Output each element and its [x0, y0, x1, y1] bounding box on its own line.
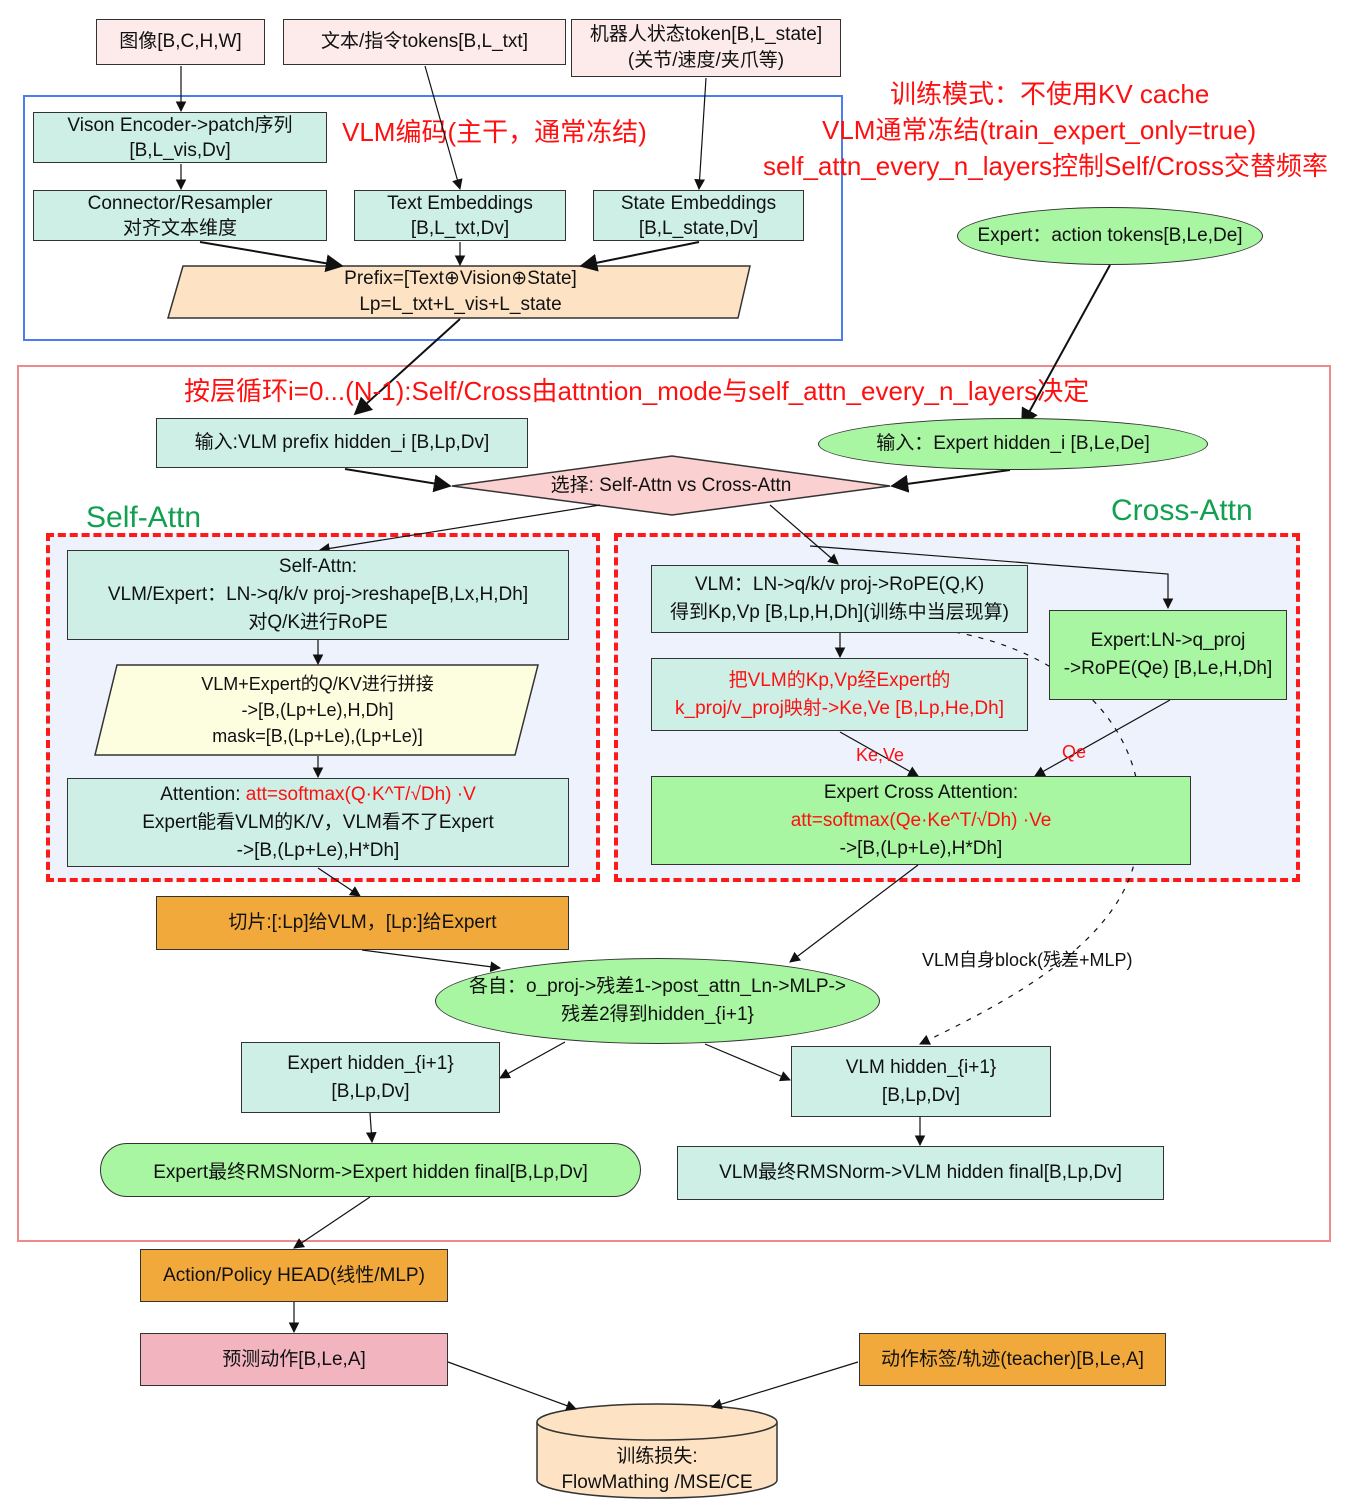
expert-final-label: Expert最终RMSNorm->Expert hidden final[B,L… — [153, 1161, 588, 1183]
vlm-final-box: VLM最终RMSNorm->VLM hidden final[B,Lp,Dv] — [677, 1146, 1164, 1200]
text-embeddings-line2: [B,L_txt,Dv] — [410, 217, 510, 239]
vlm-input-label: 输入:VLM prefix hidden_i [B,Lp,Dv] — [194, 432, 490, 453]
image-input: 图像[B,C,H,W] — [96, 19, 265, 65]
cross-proj-line2: k_proj/v_proj映射->Ke,Ve [B,Lp,He,Dh] — [675, 697, 1004, 719]
self-attn-label: Self-Attn — [86, 501, 202, 534]
cross-vlm-box: VLM：LN->q/k/v proj->RoPE(Q,K) 得到Kp,Vp [B… — [651, 565, 1028, 633]
vlm-final-label: VLM最终RMSNorm->VLM hidden final[B,Lp,Dv] — [719, 1162, 1122, 1183]
vlm-next-line1: VLM hidden_{i+1} — [845, 1056, 997, 1078]
text-input-label: 文本/指令tokens[B,L_txt] — [321, 31, 528, 52]
cross-expert-box: Expert:LN->q_proj ->RoPE(Qe) [B,Le,H,Dh] — [1049, 610, 1287, 700]
predict-label: 预测动作[B,Le,A] — [222, 1348, 366, 1370]
state-embeddings-box: State Embeddings [B,L_state,Dv] — [593, 190, 804, 241]
prefix-text: Prefix=[Text⊕Vision⊕State] Lp=L_txt+L_vi… — [183, 266, 738, 318]
select-text: 选择: Self-Attn vs Cross-Attn — [452, 470, 890, 502]
state-input-line1: 机器人状态token[B,L_state] — [589, 24, 823, 45]
expert-action-tokens-label: Expert：action tokens[B,Le,De] — [977, 225, 1243, 246]
expert-next-line2: [B,Lp,Dv] — [331, 1080, 410, 1102]
text-embeddings-box: Text Embeddings [B,L_txt,Dv] — [354, 190, 566, 241]
connector-box: Connector/Resampler 对齐文本维度 — [33, 190, 327, 241]
residual-ellipse: 各自：o_proj->残差1->post_attn_Ln->MLP-> 残差2得… — [435, 958, 880, 1044]
concat-line2: ->[B,(Lp+Le),H,Dh] — [241, 700, 394, 720]
self-attention-line1: Attention: att=softmax(Q·K^T/√Dh) ·V — [160, 781, 476, 809]
text-input: 文本/指令tokens[B,L_txt] — [283, 19, 566, 65]
labels-box: 动作标签/轨迹(teacher)[B,Le,A] — [859, 1333, 1166, 1386]
self-attn-qkv-line3: 对Q/K进行RoPE — [248, 612, 388, 633]
slice-label: 切片:[:Lp]给VLM，[Lp:]给Expert — [228, 912, 497, 933]
cross-expert-line2: ->RoPE(Qe) [B,Le,H,Dh] — [1063, 658, 1273, 679]
cross-proj-box: 把VLM的Kp,Vp经Expert的 k_proj/v_proj映射->Ke,V… — [651, 658, 1028, 731]
cross-attention-formula: att=softmax(Qe·Ke^T/√Dh) ·Ve — [790, 809, 1052, 831]
vision-encoder-line1: Vison Encoder->patch序列 — [67, 114, 293, 136]
concat-line1: VLM+Expert的Q/KV进行拼接 — [201, 674, 434, 694]
cross-expert-line1: Expert:LN->q_proj — [1090, 630, 1246, 651]
concat-text: VLM+Expert的Q/KV进行拼接 ->[B,(Lp+Le),H,Dh] m… — [110, 667, 525, 753]
loss-line1: 训练损失: — [616, 1446, 698, 1467]
cross-vlm-line2: 得到Kp,Vp [B,Lp,H,Dh](训练中当层现算) — [670, 602, 1009, 623]
cross-proj-line1: 把VLM的Kp,Vp经Expert的 — [728, 669, 951, 691]
self-attention-line3: ->[B,(Lp+Le),H*Dh] — [236, 839, 400, 861]
expert-input: 输入：Expert hidden_i [B,Le,De] — [818, 418, 1208, 470]
action-head-label: Action/Policy HEAD(线性/MLP) — [163, 1264, 425, 1286]
self-attn-qkv-line2: VLM/Expert：LN->q/k/v proj->reshape[B,Lx,… — [107, 584, 529, 605]
concat-line3: mask=[B,(Lp+Le),(Lp+Le)] — [212, 726, 423, 746]
residual-line2: 残差2得到hidden_{i+1} — [561, 1004, 754, 1025]
ke-ve-label: Ke,Ve — [856, 745, 905, 765]
self-attention-formula: att=softmax(Q·K^T/√Dh) ·V — [245, 783, 476, 805]
cross-attention-box: Expert Cross Attention: att=softmax(Qe·K… — [651, 776, 1191, 865]
loss-text: 训练损失: FlowMathing /MSE/CE — [537, 1444, 777, 1496]
self-attn-qkv-line1: Self-Attn: — [278, 556, 358, 577]
vlm-encode-title: VLM编码(主干，通常冻结) — [342, 117, 647, 147]
text-embeddings-line1: Text Embeddings — [387, 192, 533, 214]
residual-line1: 各自：o_proj->残差1->post_attn_Ln->MLP-> — [468, 976, 846, 997]
slice-box: 切片:[:Lp]给VLM，[Lp:]给Expert — [156, 896, 569, 950]
vision-encoder-box: Vison Encoder->patch序列 [B,L_vis,Dv] — [33, 112, 327, 163]
prefix-line1: Prefix=[Text⊕Vision⊕State] — [344, 268, 577, 289]
expert-input-label: 输入：Expert hidden_i [B,Le,De] — [876, 433, 1150, 454]
self-attention-box: Attention: att=softmax(Q·K^T/√Dh) ·V Exp… — [67, 778, 569, 867]
loss-cylinder-top — [536, 1403, 778, 1441]
vlm-block-label: VLM自身block(残差+MLP) — [922, 950, 1133, 970]
self-attn-qkv-box: Self-Attn: VLM/Expert：LN->q/k/v proj->re… — [67, 550, 569, 640]
expert-action-tokens: Expert：action tokens[B,Le,De] — [957, 207, 1263, 265]
action-head-box: Action/Policy HEAD(线性/MLP) — [140, 1249, 448, 1302]
vlm-input-box: 输入:VLM prefix hidden_i [B,Lp,Dv] — [156, 418, 528, 468]
labels-label: 动作标签/轨迹(teacher)[B,Le,A] — [881, 1348, 1144, 1370]
expert-next-line1: Expert hidden_{i+1} — [287, 1052, 454, 1074]
prefix-shape — [167, 265, 751, 319]
predict-box: 预测动作[B,Le,A] — [140, 1333, 448, 1386]
connector-line1: Connector/Resampler — [87, 192, 273, 214]
cross-attention-line1: Expert Cross Attention: — [823, 781, 1019, 803]
cross-vlm-line1: VLM：LN->q/k/v proj->RoPE(Q,K) — [694, 574, 985, 595]
expert-final-box: Expert最终RMSNorm->Expert hidden final[B,L… — [100, 1143, 641, 1197]
training-note-3: self_attn_every_n_layers控制Self/Cross交替频率 — [763, 151, 1328, 181]
loss-line2: FlowMathing /MSE/CE — [561, 1472, 753, 1493]
loop-title: 按层循环i=0...(N-1):Self/Cross由attntion_mode… — [184, 376, 1090, 406]
expert-next-box: Expert hidden_{i+1} [B,Lp,Dv] — [241, 1042, 500, 1113]
training-note-1: 训练模式：不使用KV cache — [890, 79, 1210, 109]
state-embeddings-line1: State Embeddings — [620, 192, 777, 214]
vlm-next-box: VLM hidden_{i+1} [B,Lp,Dv] — [791, 1046, 1051, 1117]
cross-attention-line3: ->[B,(Lp+Le),H*Dh] — [839, 837, 1003, 859]
state-input: 机器人状态token[B,L_state] (关节/速度/夹爪等) — [571, 19, 841, 77]
select-label: 选择: Self-Attn vs Cross-Attn — [550, 475, 792, 496]
layer-loop-region — [17, 365, 1331, 1242]
state-embeddings-line2: [B,L_state,Dv] — [638, 217, 759, 239]
connector-line2: 对齐文本维度 — [122, 217, 237, 239]
cross-attn-label: Cross-Attn — [1111, 494, 1253, 527]
prefix-line2: Lp=L_txt+L_vis+L_state — [359, 294, 562, 315]
training-note-2: VLM通常冻结(train_expert_only=true) — [822, 115, 1257, 145]
state-input-line2: (关节/速度/夹爪等) — [627, 50, 785, 71]
vision-encoder-line2: [B,L_vis,Dv] — [129, 139, 231, 161]
loss-cylinder-body — [536, 1422, 778, 1499]
vlm-next-line2: [B,Lp,Dv] — [881, 1084, 961, 1106]
self-attention-line2: Expert能看VLM的K/V，VLM看不了Expert — [142, 811, 494, 833]
self-attention-prefix: Attention: — [160, 783, 246, 805]
concat-shape — [94, 664, 539, 756]
qe-label: Qe — [1062, 742, 1087, 762]
image-input-label: 图像[B,C,H,W] — [119, 31, 242, 52]
